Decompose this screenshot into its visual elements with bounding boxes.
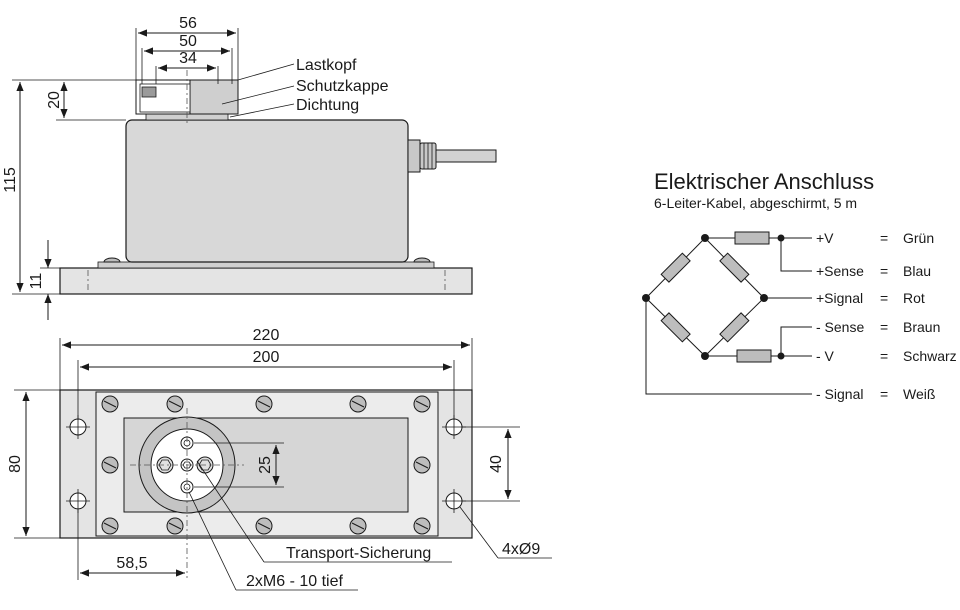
electrical-title: Elektrischer Anschluss bbox=[654, 169, 874, 194]
wire-eq: = bbox=[880, 230, 888, 246]
dim-220: 220 bbox=[253, 327, 280, 344]
cable bbox=[435, 149, 497, 163]
wire-color: Blau bbox=[903, 263, 931, 279]
sense-resistor-bottom bbox=[736, 349, 772, 363]
wire-color: Braun bbox=[903, 319, 940, 335]
dim-34: 34 bbox=[179, 50, 197, 67]
resistor-4 bbox=[719, 312, 750, 343]
electrical-subtitle: 6-Leiter-Kabel, abgeschirmt, 5 m bbox=[654, 195, 857, 211]
load-head bbox=[139, 83, 191, 113]
dim-80: 80 bbox=[7, 455, 24, 473]
clamp-screws bbox=[101, 395, 431, 535]
sensor-body bbox=[125, 119, 409, 263]
callout-mounting-holes: 4xØ9 bbox=[502, 541, 540, 558]
callout-transport-lock: Transport-Sicherung bbox=[286, 545, 431, 562]
wire-signal: - Sense bbox=[816, 319, 864, 335]
resistor-2 bbox=[719, 252, 750, 283]
wire-color: Schwarz bbox=[903, 348, 957, 364]
dim-25: 25 bbox=[257, 456, 274, 474]
callout-load-head: Lastkopf bbox=[296, 57, 357, 74]
dim-40: 40 bbox=[488, 455, 505, 473]
wire-signal: +Signal bbox=[816, 290, 863, 306]
wire-color: Rot bbox=[903, 290, 925, 306]
top-view: 25 220 200 80 40 58,5 Transport-Sicherun… bbox=[7, 327, 552, 591]
wire-signal: +Sense bbox=[816, 263, 864, 279]
wire-labels: +V = Grün +Sense = Blau +Signal = Rot - … bbox=[816, 230, 957, 402]
wire-eq: = bbox=[880, 319, 888, 335]
dim-56: 56 bbox=[179, 15, 197, 32]
dim-11: 11 bbox=[28, 273, 45, 290]
wheatstone-bridge bbox=[642, 231, 812, 395]
wire-color: Grün bbox=[903, 230, 934, 246]
callout-protective-cap: Schutzkappe bbox=[296, 78, 389, 95]
dim-200: 200 bbox=[253, 349, 280, 366]
sense-resistor-top bbox=[734, 231, 770, 245]
dim-50: 50 bbox=[179, 33, 197, 50]
base-plate bbox=[59, 267, 473, 295]
callout-seal: Dichtung bbox=[296, 97, 359, 114]
wire-eq: = bbox=[880, 348, 888, 364]
cable-gland bbox=[407, 139, 421, 173]
wire-eq: = bbox=[880, 386, 888, 402]
resistor-3 bbox=[660, 312, 691, 343]
electrical-connection: Elektrischer Anschluss 6-Leiter-Kabel, a… bbox=[642, 169, 957, 402]
dim-115: 115 bbox=[2, 167, 19, 193]
wire-signal: - Signal bbox=[816, 386, 863, 402]
resistor-1 bbox=[660, 252, 691, 283]
wire-eq: = bbox=[880, 290, 888, 306]
side-view: 56 50 34 20 115 11 Lastkopf Schutzkappe … bbox=[2, 15, 497, 320]
wire-signal: - V bbox=[816, 348, 835, 364]
dim-20: 20 bbox=[46, 91, 63, 109]
mounting-holes bbox=[66, 415, 466, 513]
wire-signal: +V bbox=[816, 230, 834, 246]
callout-threads: 2xM6 - 10 tief bbox=[246, 573, 343, 590]
wire-color: Weiß bbox=[903, 386, 935, 402]
dim-58-5: 58,5 bbox=[116, 555, 147, 572]
wire-eq: = bbox=[880, 263, 888, 279]
